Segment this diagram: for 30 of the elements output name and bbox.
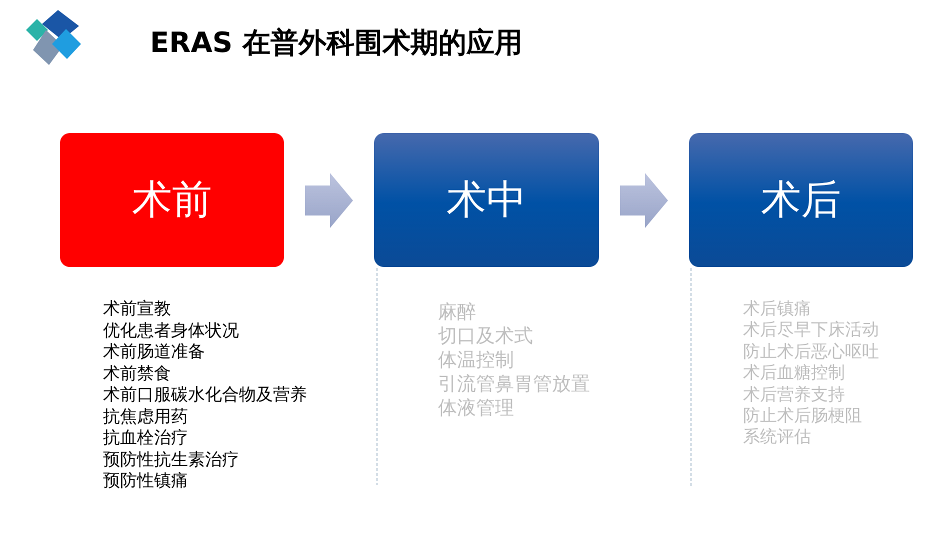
list-item: 引流管鼻胃管放置 bbox=[438, 372, 590, 396]
list-item: 预防性抗生素治疗 bbox=[103, 450, 239, 471]
list-item: 切口及术式 bbox=[438, 324, 533, 348]
list-item: 系统评估 bbox=[743, 427, 811, 449]
list-item: 抗焦虑用药 bbox=[103, 406, 188, 428]
list-item: 麻醉 bbox=[438, 300, 476, 324]
block-arrow bbox=[620, 173, 668, 228]
list-item: 术前肠道准备 bbox=[103, 342, 205, 364]
stage-box bbox=[689, 133, 913, 267]
list-item: 防止术后恶心呕吐 bbox=[743, 342, 879, 364]
list-item: 术后营养支持 bbox=[743, 384, 845, 406]
list-item: 抗血栓治疗 bbox=[103, 428, 188, 450]
stage-box bbox=[60, 133, 284, 267]
list-item: 术前口服碳水化合物及营养 bbox=[103, 385, 307, 406]
list-item: 预防性镇痛 bbox=[103, 471, 188, 492]
list-item: 术后血糖控制 bbox=[743, 363, 845, 385]
stage-title: 术后 bbox=[761, 178, 841, 222]
stage-title: 术中 bbox=[446, 178, 526, 222]
list-item: 术后尽早下床活动 bbox=[743, 320, 879, 342]
list-item: 体液管理 bbox=[438, 396, 514, 420]
list-item: 体温控制 bbox=[438, 348, 514, 372]
block-arrow bbox=[305, 173, 353, 228]
title: ERAS 在普外科围术期的应用 bbox=[150, 29, 522, 57]
list-item: 术前禁食 bbox=[103, 364, 171, 385]
list-item: 术后镇痛 bbox=[743, 299, 811, 320]
list-item: 术前宣教 bbox=[103, 299, 171, 320]
stage-title: 术前 bbox=[132, 178, 212, 222]
list-item: 防止术后肠梗阻 bbox=[743, 406, 862, 428]
stage-box bbox=[374, 133, 599, 267]
list-item: 优化患者身体状况 bbox=[103, 320, 239, 342]
